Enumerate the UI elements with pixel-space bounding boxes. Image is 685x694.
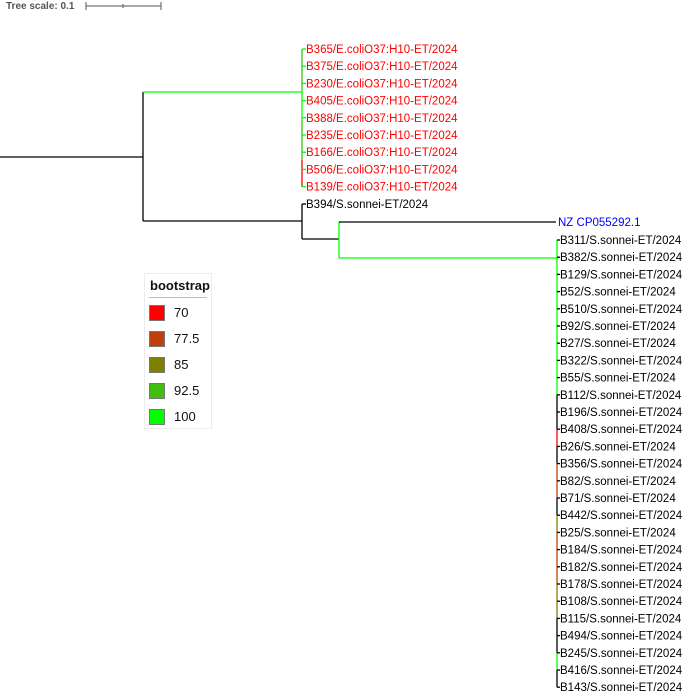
leaf-label: B184/S.sonnei-ET/2024 [560,545,683,557]
leaf-label: B71/S.sonnei-ET/2024 [560,493,676,505]
leaf-label: B442/S.sonnei-ET/2024 [560,510,683,522]
legend-item: 77.5 [149,330,199,347]
leaf-label: B25/S.sonnei-ET/2024 [560,527,676,539]
leaf-label: B416/S.sonnei-ET/2024 [560,665,683,677]
legend-swatch [149,304,165,321]
leaf-label: B82/S.sonnei-ET/2024 [560,476,676,488]
leaf-label: B182/S.sonnei-ET/2024 [560,562,683,574]
legend-swatch [149,408,165,425]
leaf-label: NZ CP055292.1 [558,217,640,229]
leaf-label: B108/S.sonnei-ET/2024 [560,596,683,608]
leaf-label: B26/S.sonnei-ET/2024 [560,441,676,453]
legend-item: 92.5 [149,382,199,399]
leaf-label: B365/E.coliO37:H10-ET/2024 [306,44,458,56]
leaf-label: B230/E.coliO37:H10-ET/2024 [306,78,458,90]
legend-label: 100 [174,409,196,424]
leaf-label: B52/S.sonnei-ET/2024 [560,287,676,299]
legend-divider [149,297,207,298]
legend-item: 85 [149,356,188,373]
legend-swatch [149,356,165,373]
leaf-label: B311/S.sonnei-ET/2024 [560,235,682,247]
leaf-label: B139/E.coliO37:H10-ET/2024 [306,182,458,194]
legend-label: 70 [174,305,189,320]
leaf-label: B112/S.sonnei-ET/2024 [560,390,682,402]
legend-title: bootstrap [150,278,210,293]
leaf-label: B55/S.sonnei-ET/2024 [560,373,676,385]
legend-label: 85 [174,357,189,372]
leaf-label: B178/S.sonnei-ET/2024 [560,579,683,591]
leaf-label: B115/S.sonnei-ET/2024 [560,613,682,625]
legend-swatch [149,382,165,399]
legend-swatch [149,330,165,347]
leaf-label: B510/S.sonnei-ET/2024 [560,304,683,316]
leaf-label: B235/E.coliO37:H10-ET/2024 [306,130,458,142]
legend-item: 100 [149,408,196,425]
leaf-label: B506/E.coliO37:H10-ET/2024 [306,164,458,176]
leaf-label: B27/S.sonnei-ET/2024 [560,338,676,350]
leaf-label: B356/S.sonnei-ET/2024 [560,459,683,471]
legend-item: 70 [149,304,188,321]
leaf-label: B375/E.coliO37:H10-ET/2024 [306,61,458,73]
leaf-label: B143/S.sonnei-ET/2024 [560,682,683,694]
leaf-label: B129/S.sonnei-ET/2024 [560,269,683,281]
leaf-label: B494/S.sonnei-ET/2024 [560,631,683,643]
tree-leaves: B365/E.coliO37:H10-ET/2024B375/E.coliO37… [306,44,683,694]
tree-scale-label: Tree scale: 0.1 [6,1,75,12]
leaf-label: B388/E.coliO37:H10-ET/2024 [306,113,458,125]
scale-bar [85,2,162,10]
leaf-label: B245/S.sonnei-ET/2024 [560,648,683,660]
legend-label: 92.5 [174,383,200,398]
legend-label: 77.5 [174,331,200,346]
leaf-label: B322/S.sonnei-ET/2024 [560,355,683,367]
leaf-label: B394/S.sonnei-ET/2024 [306,199,429,211]
tree-branches [0,48,560,688]
leaf-label: B405/E.coliO37:H10-ET/2024 [306,96,458,108]
bootstrap-legend: bootstrap 70 77.5 85 92.5 100 [144,273,212,429]
leaf-label: B92/S.sonnei-ET/2024 [560,321,676,333]
leaf-label: B166/E.coliO37:H10-ET/2024 [306,147,458,159]
leaf-label: B196/S.sonnei-ET/2024 [560,407,683,419]
leaf-label: B408/S.sonnei-ET/2024 [560,424,683,436]
leaf-label: B382/S.sonnei-ET/2024 [560,252,683,264]
